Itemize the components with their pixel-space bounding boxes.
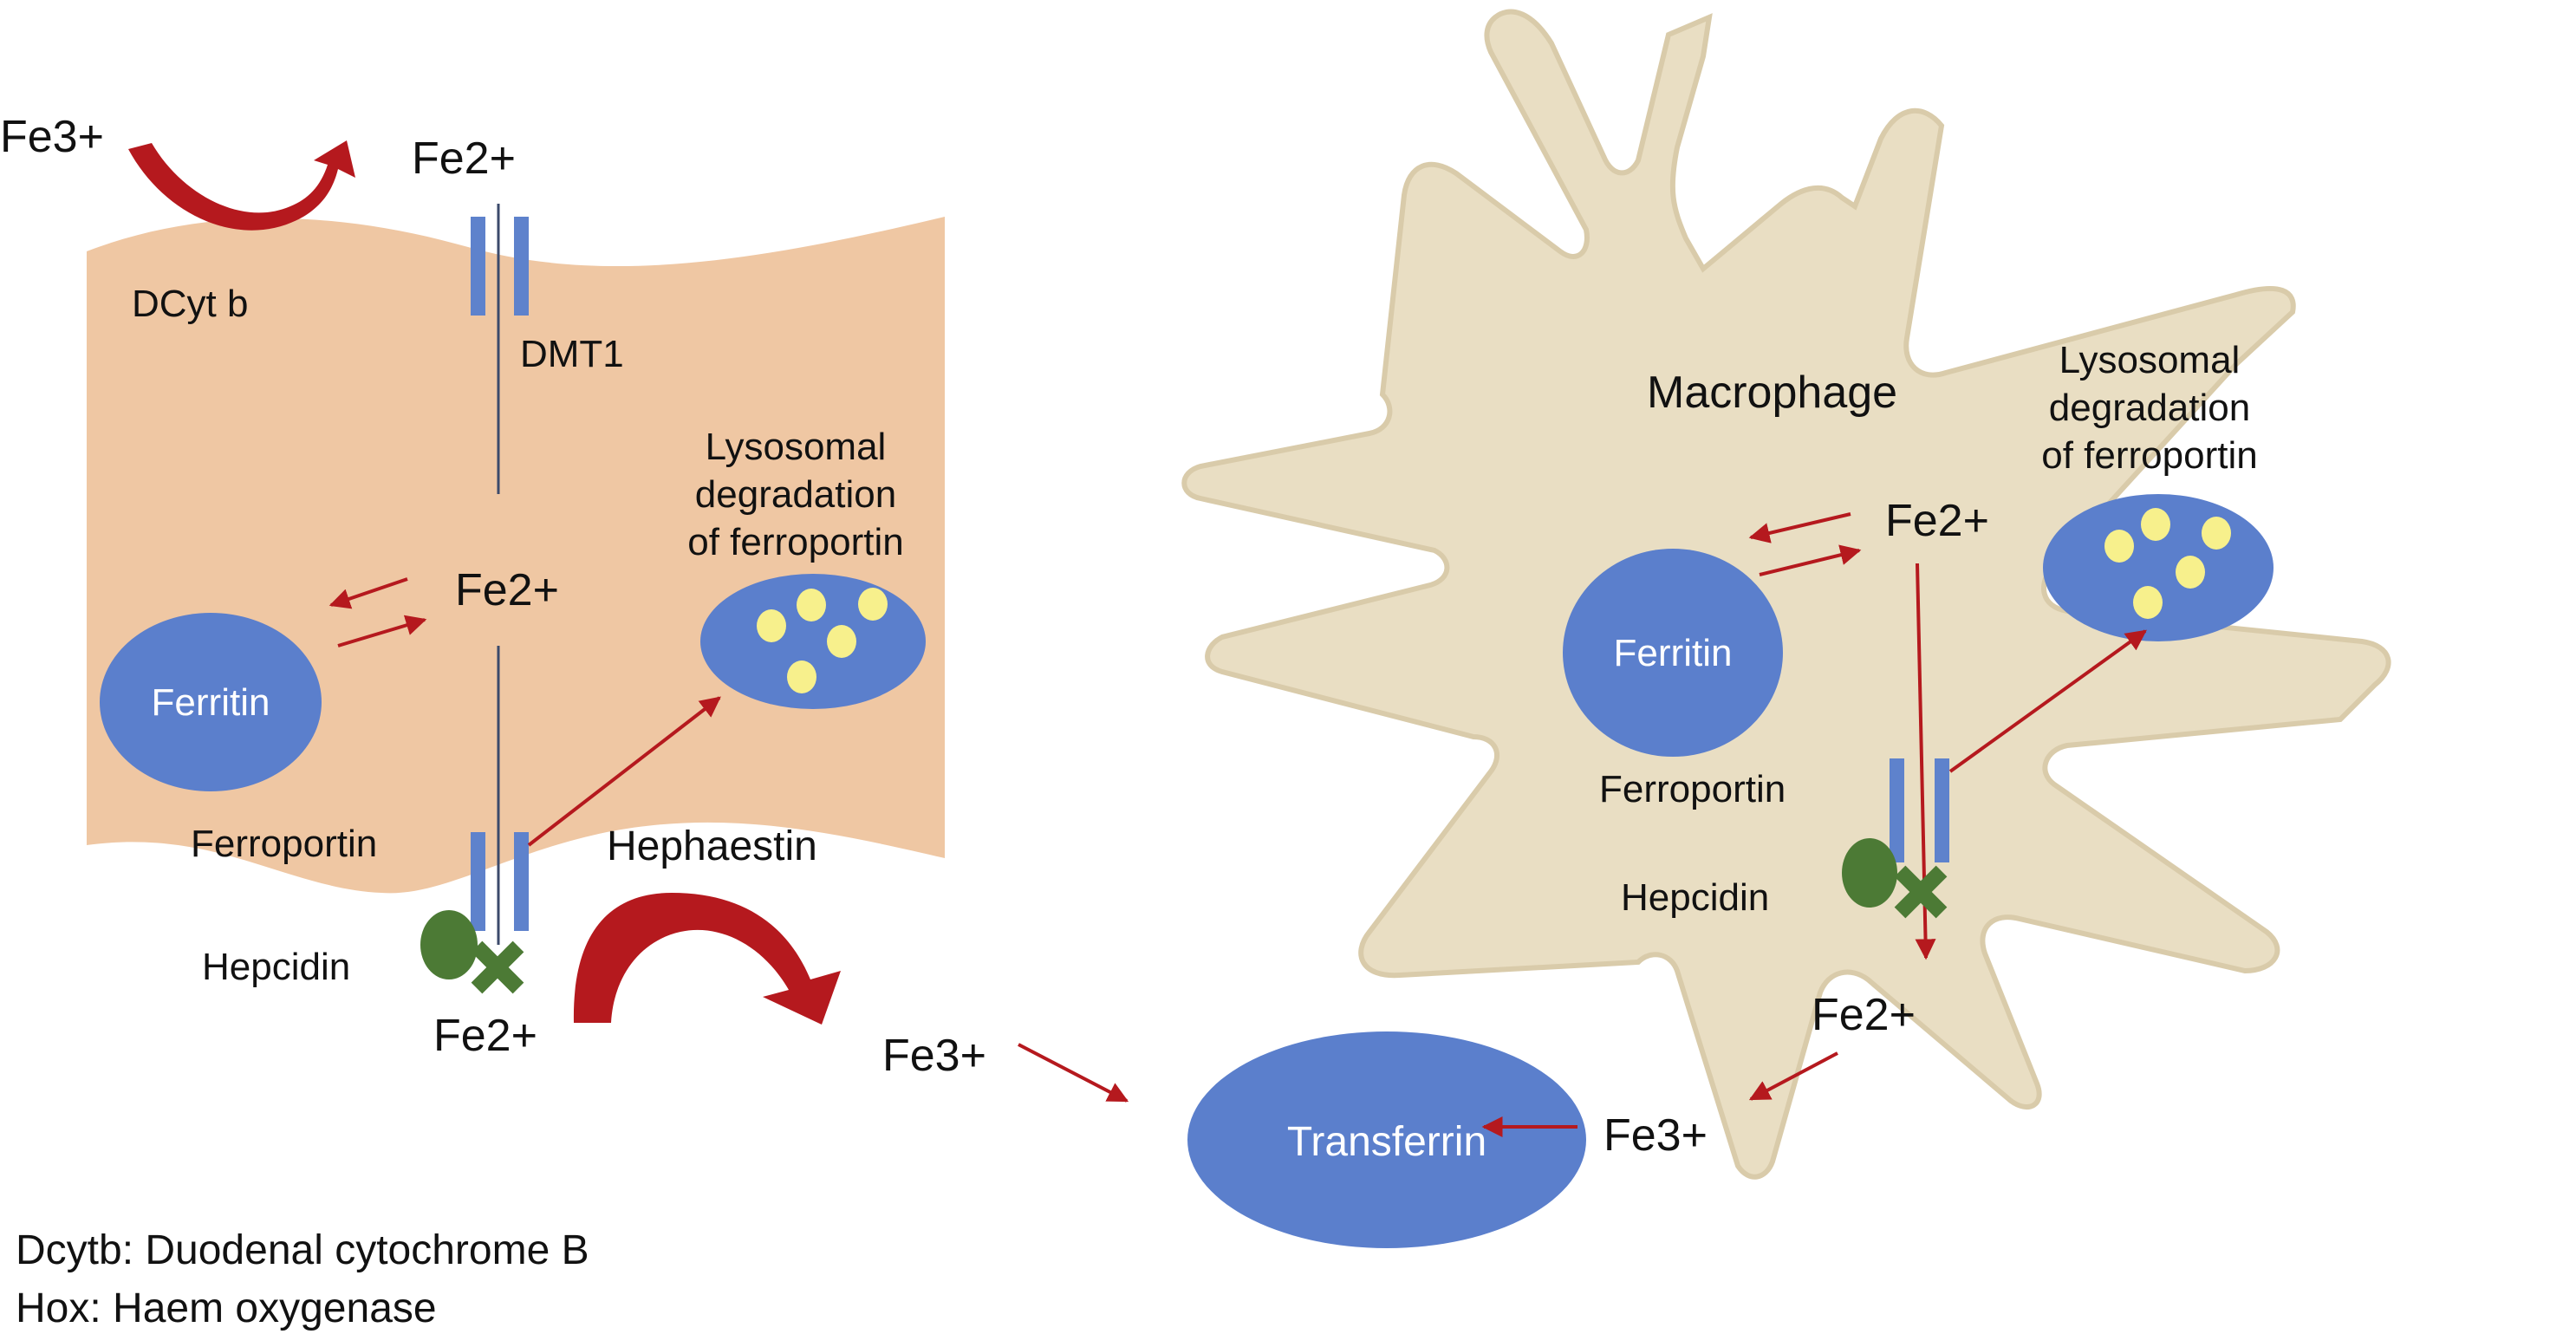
block-x-icon: [1894, 865, 1948, 919]
label-lysosomal-line1: Lysosomal: [706, 426, 887, 468]
macrophage-equilibrium-arrow-left: [1748, 512, 1851, 543]
lysosome-macrophage: [2043, 494, 2274, 641]
lysosome-enterocyte: [700, 574, 926, 709]
label-ferritin-macrophage: Ferritin: [1614, 632, 1733, 674]
ferroportin-to-lysosome-arrow: [527, 696, 721, 847]
vesicle-dot: [797, 589, 826, 621]
label-fe3-left: Fe3+: [882, 1031, 986, 1081]
label-ferritin-enterocyte: Ferritin: [152, 681, 270, 724]
label-lysosomal-line3: of ferroportin: [687, 521, 903, 563]
vesicle-dot: [2141, 508, 2170, 541]
ferroportin-channel-macrophage: [1890, 758, 1949, 862]
label-fe2-bottom: Fe2+: [433, 1011, 537, 1061]
dmt1-channel: [471, 217, 529, 316]
fe3-to-transferrin-left-arrow: [1018, 1043, 1129, 1103]
vesicle-dot: [2133, 586, 2163, 619]
label-lysosomal-line2: degradation: [695, 473, 896, 516]
vesicle-dot: [757, 609, 786, 642]
vesicle-dot: [2104, 530, 2134, 563]
label-fe2-macrophage-inner: Fe2+: [1885, 496, 1989, 546]
label-macro-lysosomal-line2: degradation: [2049, 387, 2250, 429]
vesicle-dot: [2176, 556, 2205, 589]
fe2-to-fe3-arrow: [1748, 1051, 1838, 1101]
hephaestin-oxidation-arrow: [573, 893, 841, 1025]
transferrin: [1187, 1031, 1586, 1248]
macrophage-cell: [1181, 9, 2391, 1180]
label-fe2-macrophage-outer: Fe2+: [1812, 990, 1916, 1040]
legend-dcytb: Dcytb: Duodenal cytochrome B: [16, 1227, 589, 1273]
ferroportin-channel-enterocyte: [471, 832, 529, 931]
equilibrium-arrow-left: [329, 577, 408, 609]
label-fe2-mid: Fe2+: [455, 565, 559, 615]
label-ferroportin-enterocyte: Ferroportin: [191, 823, 377, 865]
block-x-icon: [471, 940, 524, 994]
label-hepcidin-enterocyte: Hepcidin: [202, 946, 350, 988]
vesicle-dot: [858, 588, 888, 621]
label-macro-lysosomal-line1: Lysosomal: [2059, 339, 2241, 381]
label-ferroportin-macrophage: Ferroportin: [1599, 768, 1786, 810]
vesicle-dot: [2202, 517, 2231, 550]
label-fe2-top: Fe2+: [412, 133, 516, 184]
label-dcytb: DCyt b: [132, 283, 248, 325]
label-transferrin: Transferrin: [1287, 1119, 1486, 1165]
dcytb-reduction-arrow: [128, 140, 355, 231]
label-hepcidin-macrophage: Hepcidin: [1621, 876, 1769, 919]
vesicle-dot: [827, 625, 856, 658]
equilibrium-arrow-right: [337, 615, 427, 647]
label-fe3-top: Fe3+: [0, 112, 104, 162]
label-macrophage: Macrophage: [1647, 368, 1897, 418]
macrophage-equilibrium-arrow-right: [1759, 544, 1862, 576]
label-dmt1: DMT1: [520, 333, 624, 375]
macrophage-to-lysosome-arrow: [1948, 629, 2147, 773]
ferritin-macrophage: [1563, 549, 1783, 757]
vesicle-dot: [787, 660, 816, 693]
label-hephaestin: Hephaestin: [607, 823, 817, 869]
legend-hox: Hox: Haem oxygenase: [16, 1285, 437, 1331]
label-fe3-right: Fe3+: [1603, 1110, 1708, 1161]
label-macro-lysosomal-line3: of ferroportin: [2041, 434, 2257, 477]
hepcidin-enterocyte: [420, 910, 478, 979]
hepcidin-macrophage: [1842, 838, 1897, 908]
ferritin-enterocyte: [100, 613, 322, 791]
